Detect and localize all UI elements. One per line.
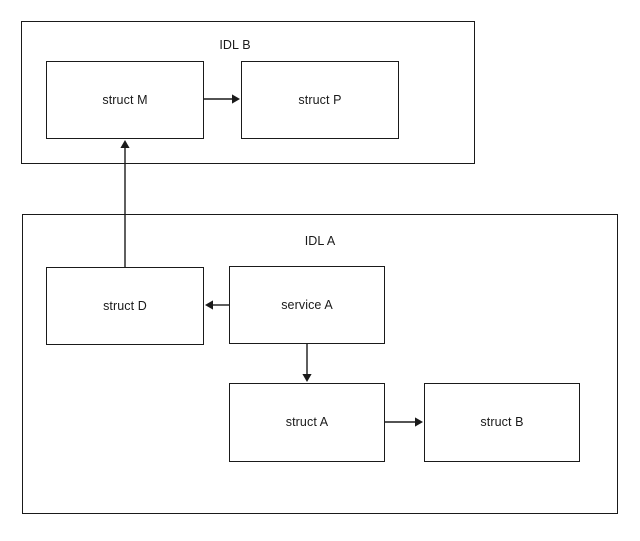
group-label-idl-a: IDL A <box>304 234 336 248</box>
node-struct-m[interactable]: struct M <box>46 61 204 139</box>
node-struct-d[interactable]: struct D <box>46 267 204 345</box>
group-box-idl-a[interactable] <box>22 214 618 514</box>
node-label-struct-m: struct M <box>102 92 148 107</box>
node-label-struct-a: struct A <box>285 415 329 430</box>
node-label-struct-b: struct B <box>480 415 524 430</box>
node-struct-p[interactable]: struct P <box>241 61 399 139</box>
group-label-idl-b: IDL B <box>219 38 251 52</box>
node-struct-a[interactable]: struct A <box>229 383 385 462</box>
node-label-struct-d: struct D <box>103 298 147 313</box>
node-label-struct-p: struct P <box>298 92 342 107</box>
node-struct-b[interactable]: struct B <box>424 383 580 462</box>
node-label-service-a: service A <box>281 297 333 312</box>
node-service-a[interactable]: service A <box>229 266 385 344</box>
